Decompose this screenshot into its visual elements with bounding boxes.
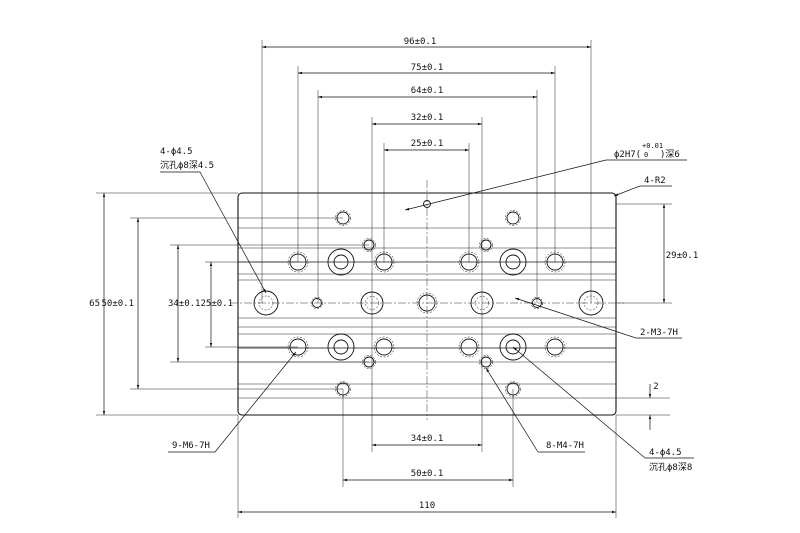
callout-cbore-bottom-line1: 4-ϕ4.5 bbox=[649, 448, 682, 458]
callout-cbore-top-line2: 沉孔ϕ8深4.5 bbox=[160, 160, 214, 171]
dim-left-34: 34±0.125±0.1 bbox=[168, 299, 233, 309]
callout-cbore-bottom-line2: 沉孔ϕ8深8 bbox=[649, 462, 692, 473]
m6-hole bbox=[458, 336, 480, 358]
m4-hole bbox=[505, 210, 521, 226]
callout-pin-hole-tol-lower: 0 bbox=[644, 151, 648, 159]
holes bbox=[253, 200, 604, 397]
counterbore-side-hole bbox=[253, 290, 279, 316]
m3-hole bbox=[310, 296, 324, 310]
counterbore-hole bbox=[327, 333, 355, 361]
counterbore-hole bbox=[499, 333, 527, 361]
callout-thread-m3: 2-M3-7H bbox=[640, 328, 678, 338]
center-lines bbox=[230, 180, 624, 420]
m6-hole bbox=[544, 336, 566, 358]
dim-25: 25±0.1 bbox=[411, 139, 444, 149]
callout-thread-m4: 8-M4-7H bbox=[546, 441, 584, 451]
top-dimensions: 96±0.1 75±0.1 64±0.1 32±0.1 25±0.1 bbox=[261, 37, 592, 303]
bottom-dimensions: 34±0.1 50±0.1 110 bbox=[237, 303, 617, 518]
callout-corner-radius: 4-R2 bbox=[644, 176, 666, 186]
callout-pin-hole-tail: )深6 bbox=[660, 149, 680, 160]
m6-hole bbox=[373, 336, 395, 358]
callout-thread-m6: 9-M6-7H bbox=[172, 441, 210, 451]
callout-cbore-top-line1: 4-ϕ4.5 bbox=[160, 147, 193, 157]
left-dimensions: 65 50±0.1 34±0.125±0.1 bbox=[89, 192, 369, 416]
dim-110: 110 bbox=[419, 501, 435, 511]
dim-29: 29±0.1 bbox=[666, 251, 699, 261]
callout-pin-hole-tol-upper: +0.01 bbox=[642, 142, 663, 150]
dim-65: 65 bbox=[89, 299, 100, 309]
counterbore-hole bbox=[499, 248, 527, 276]
dim-left-50: 50±0.1 bbox=[101, 299, 134, 309]
dim-bottom-50: 50±0.1 bbox=[411, 469, 444, 479]
right-dimensions: 29±0.1 2 bbox=[616, 203, 699, 430]
counterbore-hole bbox=[327, 248, 355, 276]
dim-32: 32±0.1 bbox=[411, 113, 444, 123]
dim-bottom-34: 34±0.1 bbox=[411, 434, 444, 444]
dim-64: 64±0.1 bbox=[411, 86, 444, 96]
dim-2: 2 bbox=[653, 382, 658, 392]
m4-hole bbox=[479, 238, 493, 252]
dim-96: 96±0.1 bbox=[404, 37, 437, 47]
m6-hole bbox=[416, 292, 438, 314]
m4-hole bbox=[479, 355, 493, 369]
dim-75: 75±0.1 bbox=[411, 63, 444, 73]
callouts: ϕ2H7( +0.01 0 )深6 4-R2 4-ϕ4.5 沉孔ϕ8深4.5 2… bbox=[160, 142, 694, 473]
callout-pin-hole-main: ϕ2H7( bbox=[614, 150, 641, 160]
